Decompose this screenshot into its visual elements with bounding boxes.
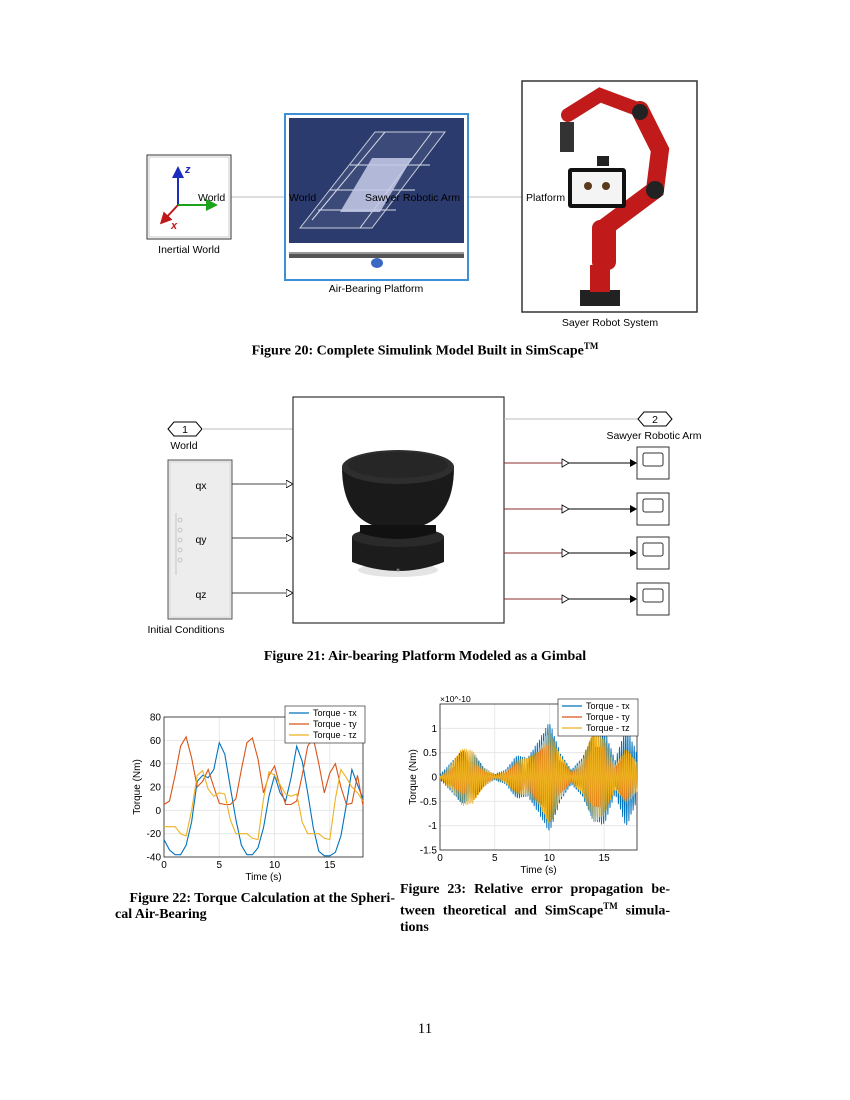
figure-21-diagram: 1 World qx qy qz Initial Conditions: [147, 396, 702, 636]
figure-22-caption-line-1: Figure 22: Torque Calculation at the Sph…: [129, 891, 395, 906]
port-1-world[interactable]: 1: [167, 421, 203, 437]
scope-block-1[interactable]: [636, 446, 670, 480]
x-tick-label: 15: [599, 853, 611, 864]
y-tick-label: -20: [147, 829, 162, 840]
inertial-world-label: Inertial World: [158, 244, 220, 256]
figure-23-caption-line-3: tions: [400, 919, 429, 935]
series-line-2: [164, 768, 364, 841]
figure-23-caption: Figure 23: Relative error propagation be…: [400, 882, 670, 936]
platform-port-label: Platform: [526, 192, 565, 204]
x-tick-label: 0: [437, 853, 443, 864]
air-bearing-gimbal-icon: [342, 450, 454, 577]
x-tick-label: 10: [544, 853, 556, 864]
y-tick-label: -0.5: [420, 797, 438, 808]
world-port-label: World: [198, 192, 225, 204]
figure-21: 1 World qx qy qz Initial Conditions: [0, 385, 850, 645]
figure-20-caption-text: Figure 20: Complete Simulink Model Built…: [251, 343, 584, 359]
x-axis-icon: [159, 204, 179, 225]
air-bearing-platform-label: Air-Bearing Platform: [329, 283, 424, 295]
ic-port-qx: qx: [195, 480, 207, 492]
y-tick-label: -1.5: [420, 846, 438, 857]
initial-conditions-label: Initial Conditions: [147, 624, 224, 636]
x-tick-label: 15: [324, 860, 336, 871]
gimbal-subsystem-block[interactable]: [292, 396, 505, 624]
plot-frame: [163, 716, 364, 858]
port-1-label: World: [170, 440, 197, 452]
x-tick-label: 5: [216, 860, 222, 871]
legend-label: Torque - τy: [586, 712, 630, 722]
series-line-2: [439, 728, 638, 824]
air-bearing-platform-block[interactable]: World Sawyer Robotic Arm: [284, 113, 469, 281]
legend-label: Torque - τx: [586, 701, 630, 711]
sayer-robot-block[interactable]: Platform: [521, 80, 698, 313]
figure-20-caption: Figure 20: Complete Simulink Model Built…: [0, 341, 850, 360]
ic-port-qy: qy: [195, 534, 207, 546]
y-tick-label: 0: [155, 806, 161, 817]
x-axis-label: Time (s): [520, 865, 556, 876]
y-tick-label: 60: [150, 736, 162, 747]
y-tick-label: 1: [431, 724, 437, 735]
y-tick-label: -40: [147, 853, 162, 864]
y-tick-label: 80: [150, 713, 162, 724]
figure-20: z x World Inertial World World Sawyer Ro…: [0, 0, 850, 370]
x-tick-label: 5: [492, 853, 498, 864]
sayer-robot-label: Sayer Robot System: [562, 317, 659, 329]
y-tick-label: -1: [428, 821, 437, 832]
scope-block-3[interactable]: [636, 536, 670, 570]
legend-label: Torque - τz: [586, 723, 630, 733]
series-line-1: [163, 735, 364, 806]
scope-block-2[interactable]: [636, 492, 670, 526]
scope-lines: [504, 458, 637, 604]
y-tick-label: 20: [150, 783, 162, 794]
inertial-world-block[interactable]: z x World: [146, 154, 232, 240]
initial-conditions-block[interactable]: qx qy qz: [167, 459, 233, 620]
series-line-0: [163, 740, 364, 857]
figure-22-caption: Figure 22: Torque Calculation at the Sph…: [115, 891, 395, 923]
page-number: 11: [417, 1021, 433, 1037]
scope-block-4[interactable]: [636, 582, 670, 616]
figure-21-caption: Figure 21: Air-bearing Platform Modeled …: [263, 649, 587, 664]
figure-20-caption-sup: TM: [583, 341, 599, 351]
y-tick-label: 0.5: [423, 748, 437, 759]
legend-label: Torque - τy: [313, 719, 357, 729]
legend-label: Torque - τx: [313, 708, 357, 718]
port-2-sawyer[interactable]: 2: [637, 411, 673, 427]
port-2-number: 2: [652, 414, 658, 426]
air-world-port-label: World: [289, 192, 316, 204]
ic-port-qz: qz: [195, 589, 206, 601]
x-tick-label: 0: [161, 860, 167, 871]
port-2-label: Sawyer Robotic Arm: [606, 430, 701, 442]
robot-base-icon: [580, 290, 620, 306]
figure-20-diagram: z x World Inertial World World Sawyer Ro…: [146, 80, 698, 329]
x-tick-label: 10: [269, 860, 281, 871]
x-axis-label: x: [170, 220, 178, 232]
figure-22-caption-line-2: cal Air-Bearing: [115, 907, 207, 922]
y-axis-label: Torque (Nm): [408, 749, 419, 805]
y-tick-label: 40: [150, 759, 162, 770]
y-axis-label: Torque (Nm): [132, 759, 143, 815]
figure-23-caption-line-2: tween theoretical and SimScapeTM simula-: [400, 901, 670, 919]
y-tick-label: 0: [431, 773, 437, 784]
figure-23-caption-line-1: Figure 23: Relative error propagation be…: [400, 882, 670, 897]
z-axis-label: z: [184, 164, 191, 176]
x-axis-label: Time (s): [245, 872, 281, 883]
y-exponent-label: ×10^-10: [440, 694, 471, 704]
port-1-number: 1: [182, 424, 188, 436]
air-sawyer-port-label: Sawyer Robotic Arm: [365, 192, 460, 204]
legend-label: Torque - τz: [313, 730, 357, 740]
